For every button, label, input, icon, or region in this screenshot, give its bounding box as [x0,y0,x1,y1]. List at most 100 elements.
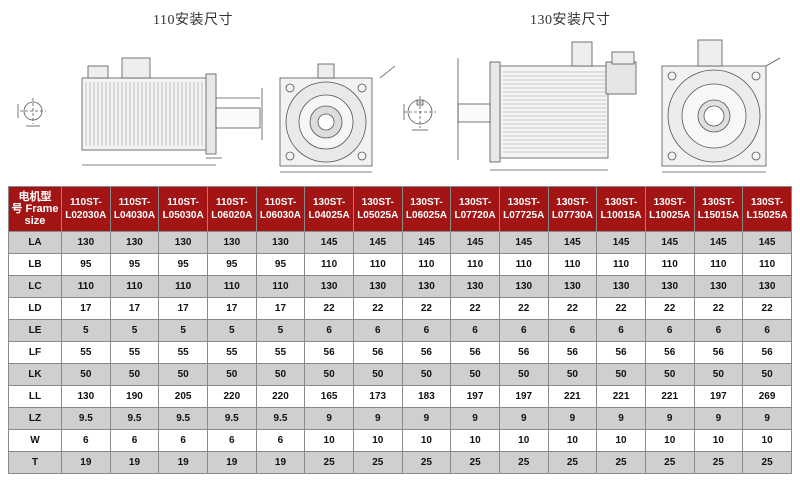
table-cell: 9 [352,407,403,430]
table-cell: 25 [693,451,744,474]
model-code: L02030A [65,210,107,221]
model-header: 130ST-L07720A [450,186,500,232]
table-cell: 50 [206,363,257,386]
table-cell: 6 [304,319,354,342]
table-cell: 56 [547,341,598,364]
table-cell: 110 [352,253,403,276]
motor-front-view-130 [661,39,781,173]
table-cell: 5 [109,319,160,342]
model-code: L07730A [551,210,593,221]
table-cell: 205 [158,385,208,408]
table-cell: 10 [547,429,598,452]
table-cell: 55 [109,341,160,364]
dimension-label: LK [8,363,62,386]
table-cell: 56 [352,341,403,364]
table-cell: 50 [109,363,160,386]
table-cell: 130 [498,275,549,298]
table-cell: 6 [109,429,160,452]
table-cell: 197 [693,385,744,408]
table-cell: 145 [644,231,695,254]
model-code: L06020A [211,210,253,221]
model-code: L05025A [357,210,399,221]
title-110-mounting: 110安装尺寸 [153,13,233,28]
model-header: 110ST-L04030A [109,186,160,232]
model-code: L06025A [405,210,447,221]
model-series: 130ST- [750,197,784,208]
table-cell: 22 [304,297,354,320]
table-cell: 130 [61,385,111,408]
model-code: L10025A [649,210,691,221]
table-cell: 6 [450,319,500,342]
table-cell: 50 [547,363,598,386]
table-cell: 110 [401,253,452,276]
table-cell: 190 [109,385,160,408]
table-cell: 165 [304,385,354,408]
table-cell: 130 [450,275,500,298]
table-cell: 22 [693,297,744,320]
table-cell: 6 [547,319,598,342]
table-cell: 6 [255,429,306,452]
model-series: 110ST- [118,197,151,208]
table-cell: 145 [547,231,598,254]
table-cell: 145 [304,231,354,254]
table-cell: 6 [401,319,452,342]
table-cell: 145 [498,231,549,254]
table-cell: 17 [206,297,257,320]
table-cell: 110 [255,275,306,298]
table-cell: 50 [498,363,549,386]
table-cell: 56 [498,341,549,364]
table-cell: 6 [644,319,695,342]
model-series: 130ST- [410,197,443,208]
table-cell: 110 [498,253,549,276]
mounting-drawing [17,39,781,173]
table-cell: 145 [742,231,792,254]
dimension-label: W [8,429,62,452]
motor-side-view-130 [457,41,637,171]
table-cell: 22 [547,297,598,320]
table-cell: 6 [206,429,257,452]
model-series: 130ST- [604,197,638,208]
table-cell: 9.5 [109,407,160,430]
table-cell: 50 [352,363,403,386]
table-cell: 56 [450,341,500,364]
table-cell: 50 [742,363,792,386]
table-cell: 110 [304,253,354,276]
dimension-label: LB [8,253,62,276]
table-cell: 145 [352,231,403,254]
table-cell: 19 [255,451,306,474]
shaft-section-130 [403,96,436,131]
table-cell: 10 [352,429,403,452]
table-cell: 6 [158,429,208,452]
table-cell: 145 [596,231,646,254]
dimension-label: LZ [8,407,62,430]
table-cell: 50 [304,363,354,386]
dimension-label: T [8,451,62,474]
table-cell: 17 [61,297,111,320]
model-series: 130ST- [556,197,589,208]
frame-size-label-3: size [24,215,46,227]
table-cell: 5 [255,319,306,342]
table-cell: 95 [158,253,208,276]
model-series: 130ST- [702,197,735,208]
table-cell: 25 [742,451,792,474]
model-code: L10015A [600,210,642,221]
table-cell: 10 [498,429,549,452]
table-cell: 130 [352,275,403,298]
model-header: 110ST-L06020A [206,186,257,232]
table-cell: 130 [206,231,257,254]
table-cell: 25 [547,451,598,474]
table-cell: 10 [596,429,646,452]
table-cell: 55 [158,341,208,364]
table-cell: 56 [644,341,695,364]
model-series: 110ST- [264,197,297,208]
table-cell: 110 [109,275,160,298]
table-cell: 25 [644,451,695,474]
table-cell: 50 [596,363,646,386]
table-cell: 197 [450,385,500,408]
table-cell: 110 [596,253,646,276]
table-cell: 197 [498,385,549,408]
